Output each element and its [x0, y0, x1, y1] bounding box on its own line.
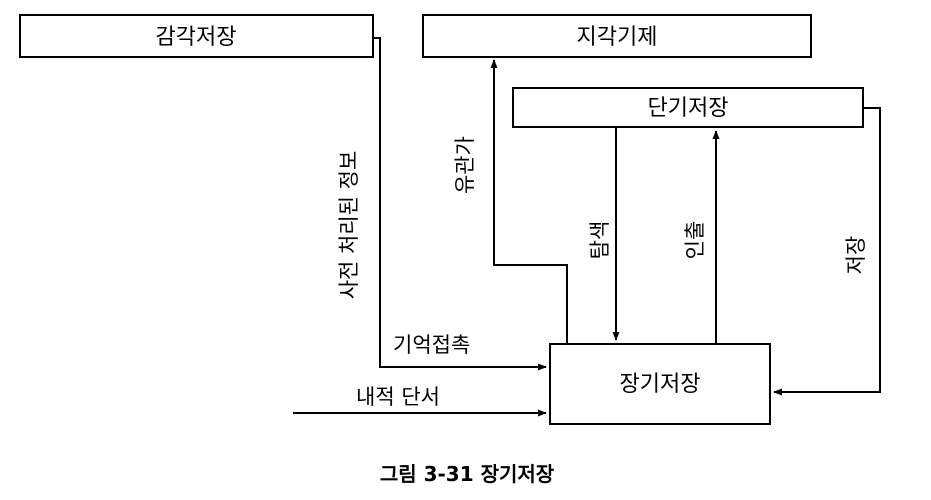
relevance-label: 유관가: [453, 136, 477, 194]
memory-contact-label: 기억접촉: [393, 333, 470, 357]
search-label: 탐색: [588, 221, 612, 260]
short-term-store-label: 단기저장: [648, 96, 729, 121]
perceptual-mechanism-box: 지각기제: [422, 14, 812, 58]
storage-label: 저장: [844, 236, 868, 275]
storage-arrow: [773, 107, 881, 396]
short-term-store-box: 단기저장: [512, 87, 864, 128]
long-term-store-label: 장기저장: [620, 372, 701, 397]
internal-cue-label: 내적 단서: [356, 385, 440, 409]
retrieval-label: 인출: [683, 221, 707, 260]
figure-caption: 그림 3-31 장기저장: [380, 462, 555, 486]
preprocessed-info-arrow: [373, 37, 547, 371]
sensory-store-label: 감각저장: [156, 25, 237, 50]
sensory-store-box: 감각저장: [19, 14, 374, 58]
preprocessed-info-label: 사전 처리된 정보: [337, 151, 361, 300]
relevance-arrow: [490, 59, 568, 344]
perceptual-mechanism-label: 지각기제: [577, 25, 658, 50]
long-term-store-box: 장기저장: [549, 343, 771, 425]
